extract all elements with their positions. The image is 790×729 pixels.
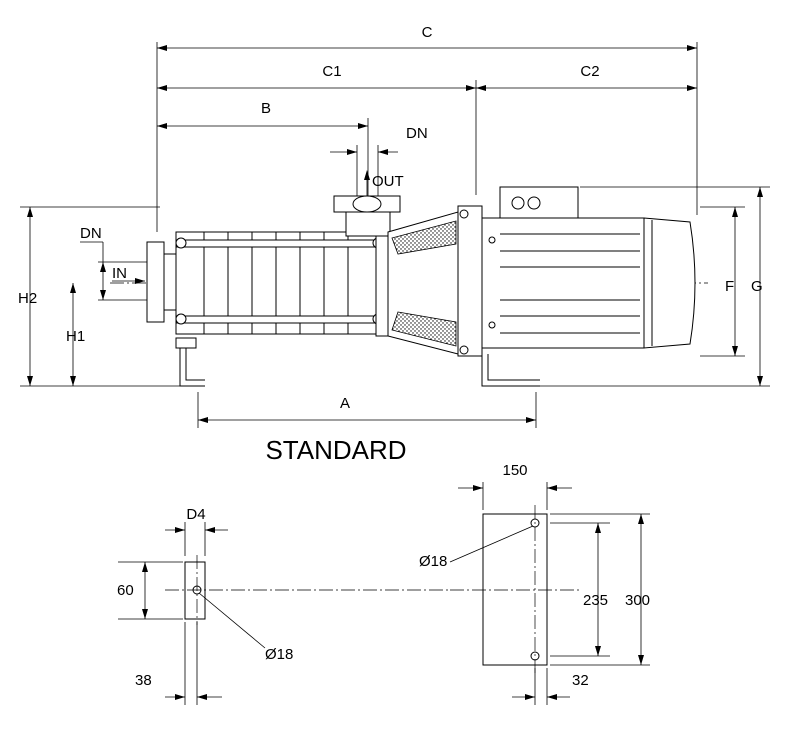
dimension-f: F [700,206,745,357]
dimension-c1-label: C1 [322,63,341,80]
dimension-c1-c2: C1 C2 [157,63,697,195]
dimension-dn-in: DN IN [80,225,150,301]
fan-cover [643,217,696,349]
inlet-flange [146,241,165,323]
dimension-b-label: B [261,100,271,117]
dimension-b: B [157,100,369,196]
f-label: F [725,278,734,295]
dimension-c2-label: C2 [580,63,599,80]
pump-assembly [110,186,708,387]
large-foot-width-label: 150 [502,462,527,479]
small-foot-offset-label: 38 [135,672,152,689]
outlet-head [345,211,391,237]
dn-out-label: DN [406,125,428,142]
a-label: A [340,395,350,412]
rear-foot [481,354,540,387]
front-foot [179,340,205,387]
in-label: IN [112,265,127,282]
h1-label: H1 [66,328,85,345]
dimension-h2: H2 [18,206,200,387]
dimension-c-label: C [422,24,433,41]
motor-body [481,217,645,349]
small-foot-height-label: 60 [117,582,134,599]
dimension-a: A [197,392,537,428]
dn-in-label: DN [80,225,102,242]
large-foot-hole-label: Ø18 [419,553,447,570]
large-foot-plate [482,513,548,666]
dimension-c: C [156,24,698,232]
out-label: OUT [372,173,404,190]
motor-flange [457,205,483,357]
small-foot-hole-label: Ø18 [265,646,293,663]
small-foot-width-label: D4 [186,506,205,523]
large-foot-detail: 150 Ø18 235 300 32 [419,462,650,705]
dimension-g: G [540,186,770,387]
small-foot-detail: D4 60 Ø18 38 [117,506,450,705]
g-label: G [751,278,763,295]
dimension-dn-out: DN OUT [330,125,428,196]
dimension-h1: H1 [66,283,85,386]
view-title: STANDARD [265,435,406,465]
large-foot-height-label: 300 [625,592,650,609]
h2-label: H2 [18,290,37,307]
large-foot-spacing-label: 235 [583,592,608,609]
large-foot-offset-label: 32 [572,672,589,689]
